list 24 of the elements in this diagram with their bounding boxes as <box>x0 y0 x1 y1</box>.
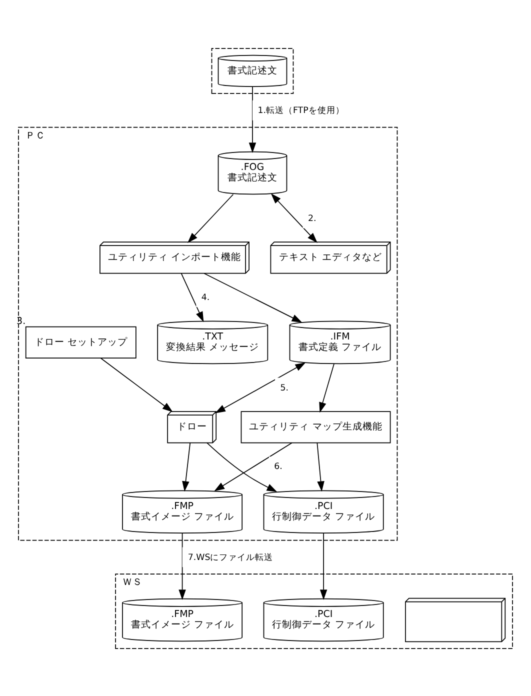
arrow <box>182 442 191 492</box>
edge-label: 6. <box>274 462 282 472</box>
edge-label: 1.転送（FTPを使用） <box>258 105 344 116</box>
arrow <box>188 193 234 242</box>
arrow <box>180 272 204 322</box>
edge-label: 5. <box>280 382 288 393</box>
arrow <box>270 192 318 242</box>
arrow <box>248 86 256 152</box>
arrow <box>204 272 302 322</box>
arrow <box>320 532 328 600</box>
node-box: ドロー セットアップ <box>25 326 136 358</box>
edge-label: 4. <box>201 292 210 302</box>
arrow <box>178 532 186 600</box>
arrow <box>206 442 278 492</box>
arrow <box>215 362 306 413</box>
cluster <box>211 47 294 94</box>
edge-label: 2. <box>308 213 316 224</box>
node-label: 3. <box>16 316 26 327</box>
arrow <box>316 442 324 492</box>
arrow <box>214 442 292 491</box>
arrow <box>319 362 334 412</box>
arrow <box>100 357 173 412</box>
edge-label: 7.WSにファイル転送 <box>188 552 274 562</box>
node-box: ユティリティ マップ生成機能 <box>240 410 391 443</box>
